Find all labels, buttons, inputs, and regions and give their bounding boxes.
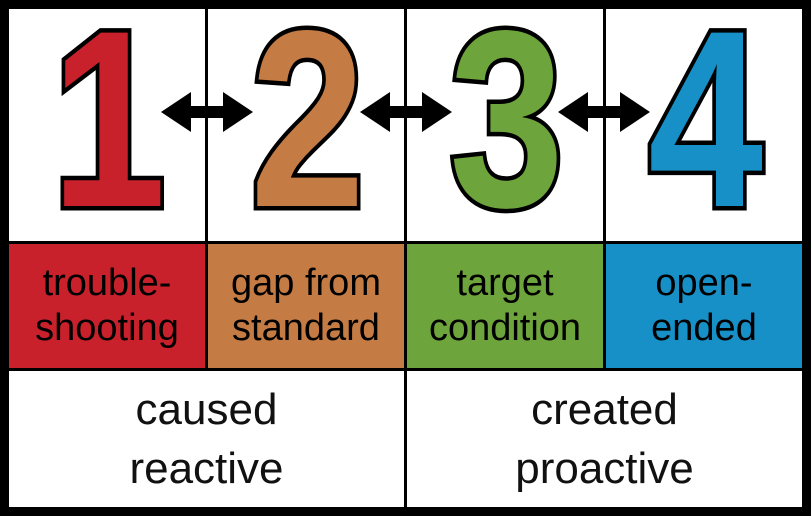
type-1-number-cell: 1 bbox=[9, 9, 205, 241]
type-3-numeral: 3 bbox=[446, 9, 568, 241]
group-caused-reactive-cell: caused reactive bbox=[9, 371, 404, 507]
type-3-number-cell: 3 bbox=[407, 9, 603, 241]
type-4-numeral: 4 bbox=[645, 9, 767, 241]
type-4-label-cell: open- ended bbox=[606, 244, 802, 368]
type-1-numeral: 1 bbox=[48, 9, 170, 241]
group-created-line1: created bbox=[531, 384, 678, 434]
type-1-label-cell: trouble- shooting bbox=[9, 244, 205, 368]
type-4-label-line2: ended bbox=[651, 307, 757, 349]
type-4-number-cell: 4 bbox=[606, 9, 802, 241]
type-1-label-line2: shooting bbox=[35, 307, 179, 349]
group-caused-line1: caused bbox=[135, 384, 278, 434]
type-1-label-line1: trouble- bbox=[42, 262, 172, 305]
group-created-line2: proactive bbox=[515, 444, 694, 493]
diagram-grid: 1 2 3 4 trouble- shooting gap from stand… bbox=[9, 9, 802, 507]
type-2-label-cell: gap from standard bbox=[208, 244, 404, 368]
group-created-proactive-cell: created proactive bbox=[407, 371, 802, 507]
type-4-label-line1: open- bbox=[655, 262, 753, 305]
type-3-label-line1: target bbox=[456, 262, 554, 305]
type-2-number-cell: 2 bbox=[208, 9, 404, 241]
type-3-label-cell: target condition bbox=[407, 244, 603, 368]
group-caused-line2: reactive bbox=[129, 444, 284, 493]
type-2-label-line2: standard bbox=[232, 307, 380, 349]
type-3-label-line2: condition bbox=[428, 307, 582, 349]
type-2-label-line1: gap from bbox=[231, 262, 381, 305]
type-2-numeral: 2 bbox=[247, 9, 369, 241]
